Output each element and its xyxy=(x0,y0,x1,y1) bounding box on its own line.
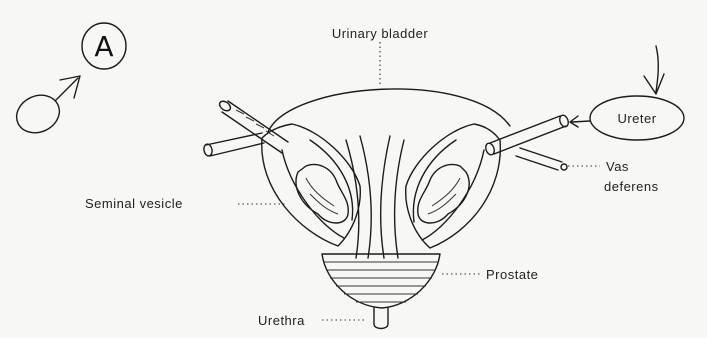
urethra-label: Urethra xyxy=(258,313,305,328)
urinary-bladder-outline xyxy=(268,89,510,132)
deferens-label: deferens xyxy=(604,179,659,194)
prostate-label: Prostate xyxy=(486,267,538,282)
right-vas-deferens xyxy=(516,148,567,170)
ureter-label: Ureter xyxy=(617,111,656,126)
urethra xyxy=(374,308,388,329)
male-symbol-icon xyxy=(10,76,80,140)
right-vesicle-coils xyxy=(418,165,469,223)
left-seminal-vesicle xyxy=(262,124,361,246)
urinary-bladder-label: Urinary bladder xyxy=(332,26,429,41)
left-ureter xyxy=(218,99,288,153)
left-vas-deferens xyxy=(203,133,264,157)
left-vesicle-coils xyxy=(296,165,348,223)
corner-letter: A xyxy=(94,30,113,63)
vas-label: Vas xyxy=(606,159,629,174)
corner-mark-a: A xyxy=(82,23,126,69)
seminal-vesicle-label: Seminal vesicle xyxy=(85,196,183,211)
prostate-gland xyxy=(322,254,440,308)
